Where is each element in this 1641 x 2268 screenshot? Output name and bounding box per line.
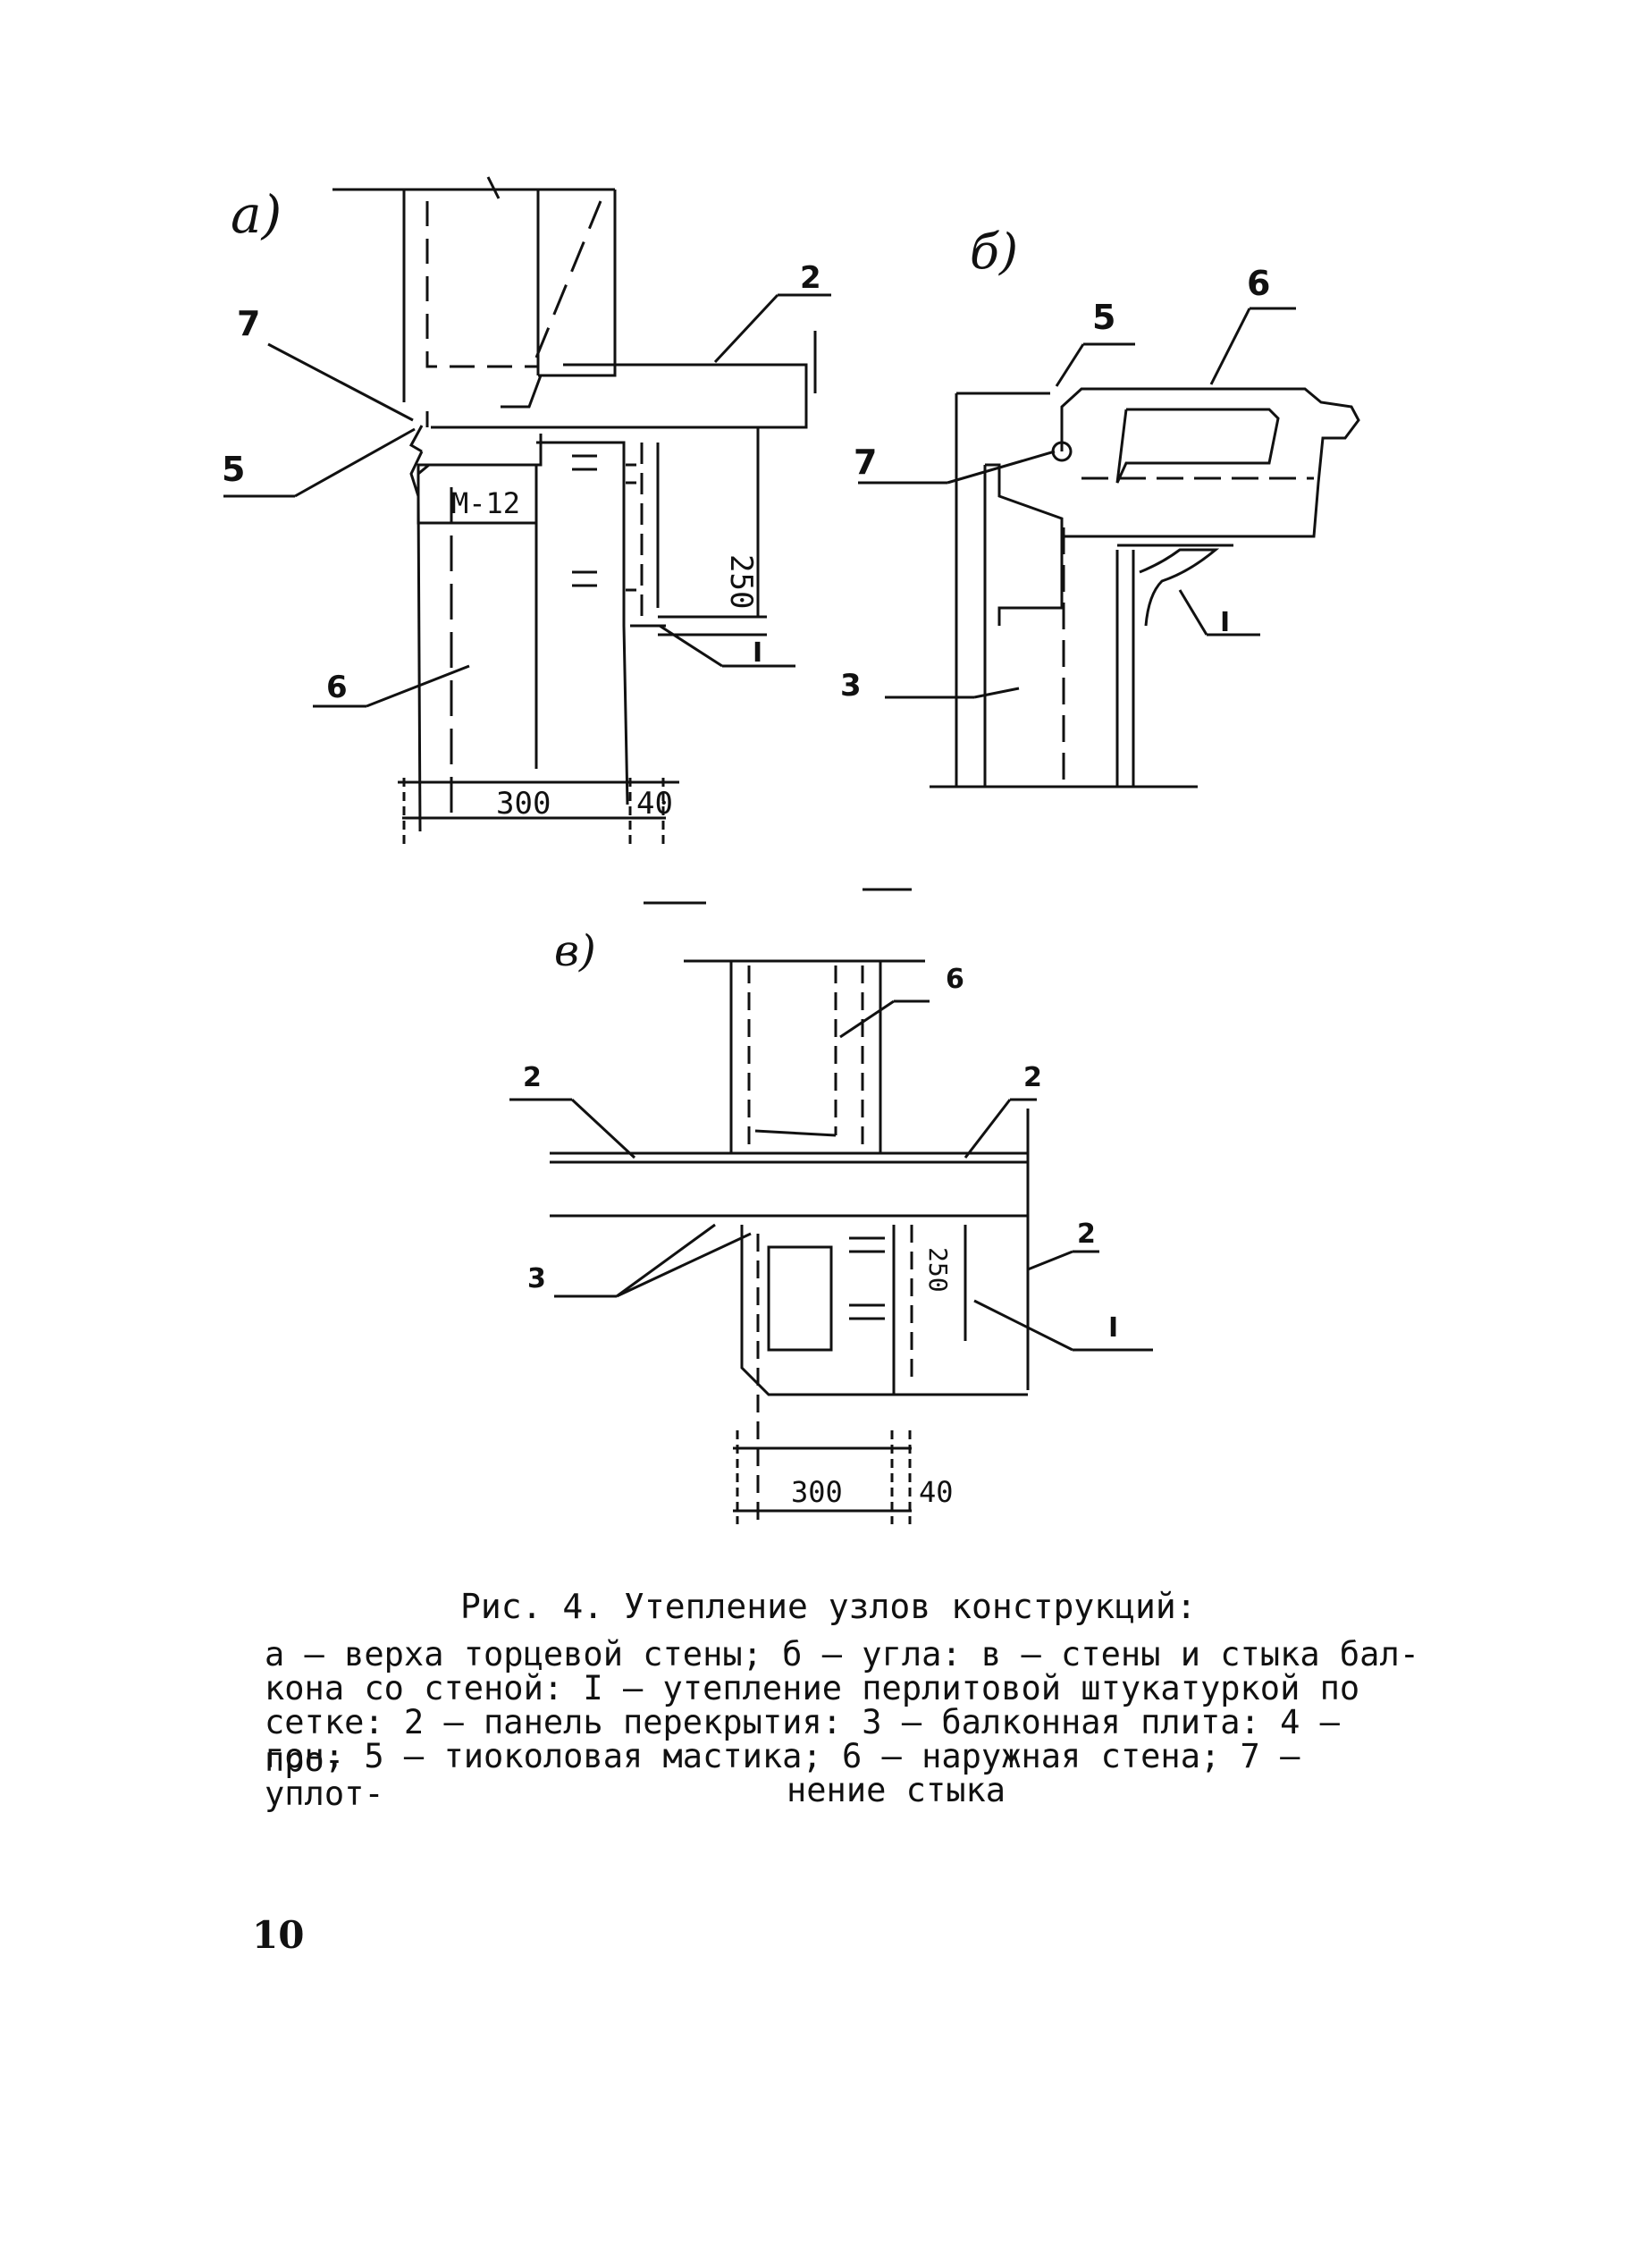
- panel-c-label-2-right: 2: [1023, 1062, 1042, 1093]
- panel-c-label-2-left: 2: [523, 1062, 542, 1093]
- panel-b-callout-I: I: [1220, 607, 1230, 638]
- panel-c-label-2-side: 2: [1077, 1218, 1096, 1250]
- panel-a-dim-40: 40: [636, 786, 673, 822]
- panel-c-drawing: [509, 888, 1153, 1524]
- panel-b-label-5: 5: [1092, 298, 1115, 337]
- panel-a-letter: а): [231, 184, 282, 245]
- panel-b-letter: б): [970, 223, 1018, 280]
- panel-a-inner-label: М-12: [451, 486, 520, 520]
- panel-a-label-5: 5: [222, 450, 245, 489]
- panel-b-label-6: 6: [1247, 264, 1270, 303]
- panel-c-label-6: 6: [946, 964, 964, 995]
- panel-c-letter: в): [554, 926, 596, 976]
- page-number: 10: [252, 1913, 305, 1957]
- figure-caption-title: Рис. 4. Утепление узлов конструкций:: [460, 1587, 1197, 1626]
- panel-c-dim-40: 40: [919, 1475, 954, 1509]
- panel-a-label-7: 7: [237, 304, 260, 343]
- figure-caption-line-1: а – верха торцевой стены; б – угла: в – …: [265, 1635, 1420, 1674]
- figure-caption-line-5: нение стыка: [787, 1771, 1006, 1809]
- figure-caption-line-2: кона со стеной: I – утепление перлитовой…: [265, 1669, 1360, 1707]
- panel-a-dim-250: 250: [723, 554, 759, 609]
- panel-a-callout-I: I: [753, 637, 762, 669]
- panel-a-label-2: 2: [800, 260, 821, 296]
- panel-c-callout-I: I: [1108, 1312, 1118, 1344]
- panel-a-drawing: [223, 176, 831, 845]
- panel-b-drawing: [858, 307, 1360, 788]
- panel-a-label-6: 6: [326, 670, 348, 705]
- panel-c-label-3: 3: [527, 1263, 546, 1294]
- panel-a-dim-300: 300: [496, 786, 551, 822]
- figure-caption-line-3: сетке: 2 – панель перекрытия: 3 – балкон…: [265, 1703, 1340, 1779]
- panel-b-label-7: 7: [854, 443, 877, 482]
- figure-drawing: а) 7 5 2 6 М-12 300 40 250 I б) 5 6 7 3 …: [222, 176, 1360, 1524]
- panel-c-dim-250: 250: [923, 1247, 953, 1293]
- figure-caption-line-4: гон; 5 – тиоколовая мастика; 6 – наружна…: [265, 1737, 1300, 1813]
- panel-b-label-3: 3: [840, 668, 862, 704]
- panel-c-dim-300: 300: [791, 1475, 843, 1509]
